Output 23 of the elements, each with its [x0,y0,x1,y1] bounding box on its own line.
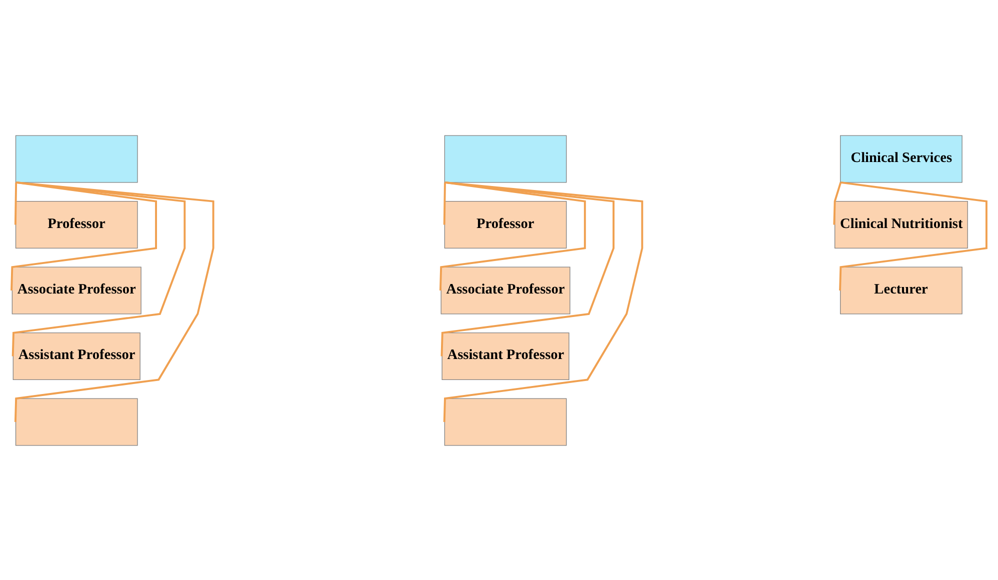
connector [443,182,446,224]
node-box [15,398,138,446]
node-box: Assistant Professor [442,332,570,380]
connector [833,182,842,224]
connector [440,181,615,356]
node-box [444,134,567,182]
connector [10,181,157,290]
connector [443,181,644,422]
node-box: Assistant Professor [12,332,140,380]
node-box: Associate Professor [440,266,570,314]
node-box: Lecturer [840,266,962,314]
connector [14,181,214,422]
connector [14,182,18,224]
node-box: Clinical Nutritionist [834,200,968,248]
connector [439,181,586,290]
connector [839,181,988,290]
node-box [15,134,138,182]
node-box [444,398,567,446]
node-box: Professor [15,200,138,248]
connector [12,181,186,356]
node-box: Associate Professor [12,266,142,314]
node-box: Clinical Services [840,134,962,182]
node-box: Professor [444,200,567,248]
